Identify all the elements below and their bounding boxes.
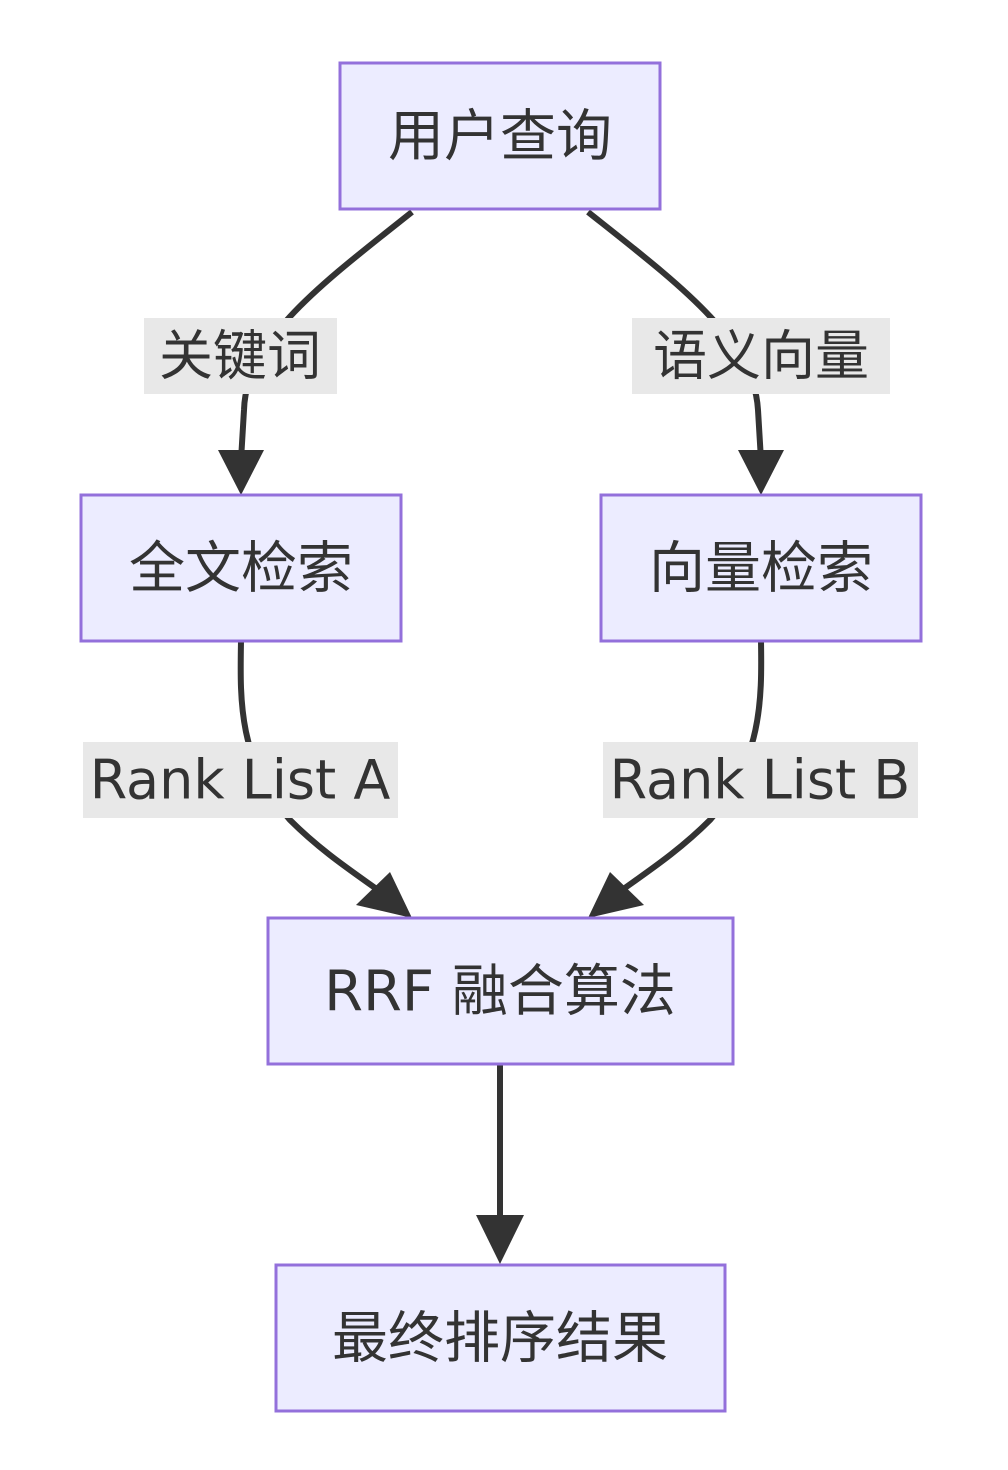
node-user-query: 用户查询	[338, 61, 662, 211]
edge-label-rank-a-bg	[83, 742, 398, 818]
edge-label-semantic: 语义向量	[653, 325, 869, 388]
edge-label-rank-a: Rank List A	[90, 749, 391, 812]
node-user-query-label: 用户查询	[388, 105, 612, 170]
node-final-result-label: 最终排序结果	[332, 1307, 668, 1372]
arrowhead-result	[476, 1215, 524, 1264]
nodes: 用户查询 全文检索 向量检索 RRF 融合算法 最终排序结果	[79, 61, 923, 1413]
node-vector-search-label: 向量检索	[649, 537, 873, 602]
node-rrf-fusion: RRF 融合算法	[266, 916, 735, 1066]
arrowhead-fulltext	[218, 450, 264, 495]
arrowhead-rrf-left	[356, 872, 412, 918]
edge-label-rank-b: Rank List B	[610, 749, 911, 812]
node-final-result: 最终排序结果	[274, 1263, 727, 1413]
edge-label-semantic-bg	[632, 318, 890, 394]
node-fulltext-search: 全文检索	[79, 493, 403, 643]
node-rrf-fusion-label: RRF 融合算法	[324, 960, 676, 1025]
edge-label-rank-b-bg	[603, 742, 918, 818]
edge-label-keyword-bg	[144, 318, 337, 394]
arrowhead-vector	[738, 450, 784, 495]
node-vector-search: 向量检索	[599, 493, 923, 643]
node-fulltext-search-label: 全文检索	[129, 537, 353, 602]
edge-labels: 关键词 语义向量 Rank List A Rank List B	[83, 318, 918, 818]
arrowhead-rrf-right	[588, 872, 644, 918]
edge-label-keyword: 关键词	[159, 325, 321, 388]
